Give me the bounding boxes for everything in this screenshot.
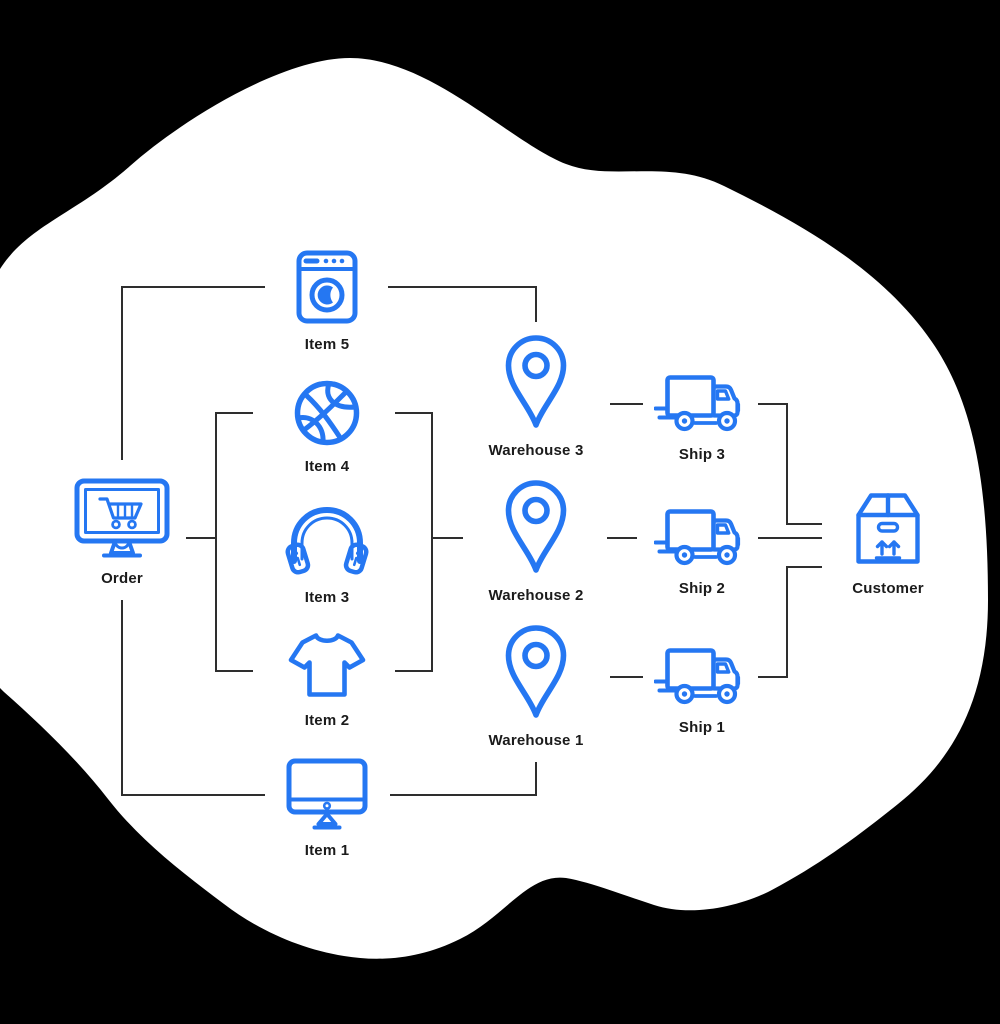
headphones-icon bbox=[285, 507, 369, 575]
package-box-icon bbox=[856, 493, 920, 564]
node-label: Item 4 bbox=[304, 458, 350, 475]
node-ship-1: Ship 1 bbox=[642, 647, 762, 736]
map-pin-icon bbox=[505, 335, 567, 428]
node-label: Warehouse 3 bbox=[488, 442, 584, 459]
desktop-monitor-icon bbox=[286, 758, 368, 830]
node-item-5: Item 5 bbox=[267, 250, 387, 353]
node-order: Order bbox=[62, 478, 182, 587]
map-pin-icon bbox=[505, 625, 567, 718]
tshirt-icon bbox=[288, 633, 366, 697]
node-label: Warehouse 1 bbox=[488, 732, 584, 749]
node-label: Ship 1 bbox=[678, 719, 726, 736]
desktop-shopping-cart-icon bbox=[74, 478, 170, 558]
washing-machine-icon bbox=[296, 250, 358, 324]
basketball-icon bbox=[294, 380, 360, 446]
node-label: Item 3 bbox=[304, 589, 350, 606]
node-customer: Customer bbox=[828, 488, 948, 597]
node-label: Customer bbox=[852, 580, 924, 597]
node-ship-3: Ship 3 bbox=[642, 374, 762, 463]
node-warehouse-1: Warehouse 1 bbox=[471, 624, 601, 749]
node-label: Warehouse 2 bbox=[488, 587, 584, 604]
node-warehouse-2: Warehouse 2 bbox=[471, 479, 601, 604]
delivery-truck-icon bbox=[653, 648, 740, 705]
delivery-truck-icon bbox=[653, 509, 740, 566]
node-label: Ship 3 bbox=[678, 446, 726, 463]
node-label: Order bbox=[101, 570, 143, 587]
node-ship-2: Ship 2 bbox=[642, 508, 762, 597]
node-label: Item 2 bbox=[304, 712, 350, 729]
map-pin-icon bbox=[505, 480, 567, 573]
node-label: Item 1 bbox=[304, 842, 350, 859]
node-item-3: Item 3 bbox=[281, 503, 373, 606]
node-item-2: Item 2 bbox=[288, 630, 366, 729]
node-label: Ship 2 bbox=[678, 580, 726, 597]
node-item-1: Item 1 bbox=[286, 758, 368, 859]
node-warehouse-3: Warehouse 3 bbox=[471, 334, 601, 459]
node-label: Item 5 bbox=[304, 336, 350, 353]
node-item-4: Item 4 bbox=[267, 380, 387, 475]
delivery-truck-icon bbox=[653, 375, 740, 432]
